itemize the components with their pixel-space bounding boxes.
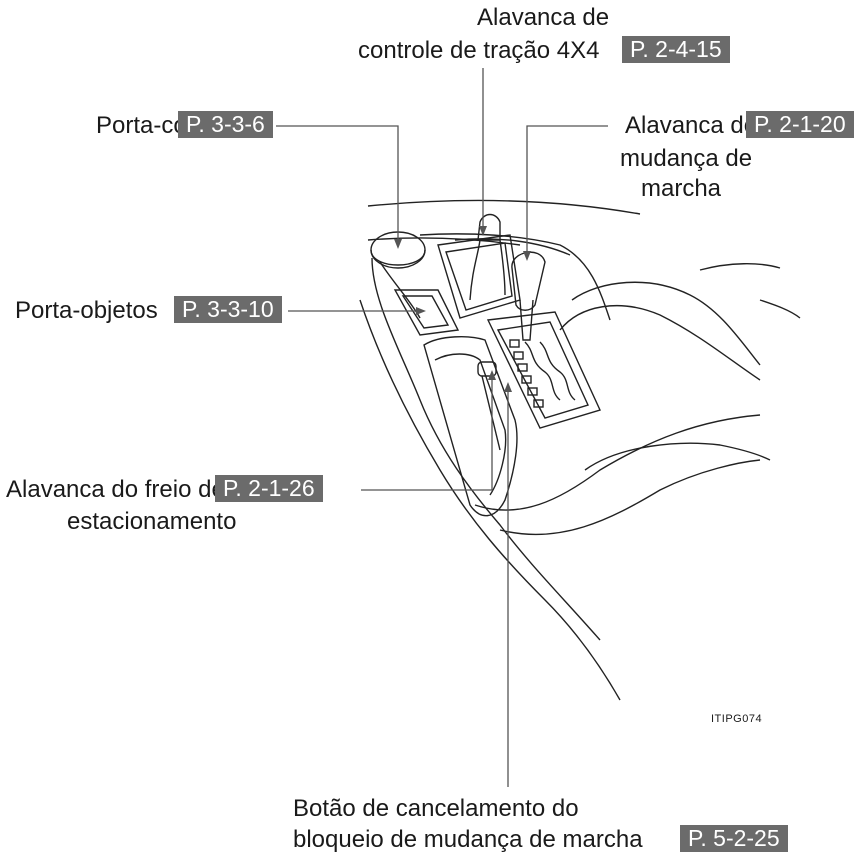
storage-label: Porta-objetos bbox=[15, 297, 158, 324]
shift-lock-release-page-ref[interactable]: P. 5-2-25 bbox=[680, 825, 788, 852]
shift-lever-label-line3: marcha bbox=[641, 175, 722, 202]
seat-drawing bbox=[559, 263, 801, 471]
shift-lever-label-line1: Alavanca de bbox=[625, 112, 758, 139]
shift-lock-release-label-line1: Botão de cancelamento do bbox=[293, 795, 579, 822]
console-body bbox=[359, 233, 761, 701]
dashboard-lines bbox=[367, 199, 641, 246]
traction-lever-label-line2: controle de tração 4X4 bbox=[358, 37, 600, 64]
cup-holder-page-ref[interactable]: P. 3-3-6 bbox=[178, 111, 273, 138]
shift-lock-release-label-line2: bloqueio de mudança de marcha bbox=[293, 826, 643, 853]
center-console-illustration bbox=[276, 68, 801, 787]
parking-brake-label-line1: Alavanca do freio de bbox=[6, 476, 225, 503]
storage-page-ref[interactable]: P. 3-3-10 bbox=[174, 296, 282, 323]
figure-code: ITIPG074 bbox=[711, 713, 763, 725]
parking-brake-drawing bbox=[423, 336, 518, 517]
traction-lever-page-ref[interactable]: P. 2-4-15 bbox=[622, 36, 730, 63]
shift-lever-drawing bbox=[486, 251, 601, 429]
traction-lever-drawing bbox=[437, 213, 521, 319]
storage-tray-drawing bbox=[393, 289, 460, 336]
parking-brake-label-line2: estacionamento bbox=[67, 508, 237, 535]
shift-lever-page-ref[interactable]: P. 2-1-20 bbox=[746, 111, 854, 138]
leader-lines bbox=[276, 68, 608, 787]
parking-brake-page-ref[interactable]: P. 2-1-26 bbox=[215, 475, 323, 502]
shift-lever-label-line2: mudança de bbox=[620, 145, 753, 172]
leader-arrowheads bbox=[394, 226, 531, 392]
traction-lever-label-line1: Alavanca de bbox=[477, 4, 610, 31]
